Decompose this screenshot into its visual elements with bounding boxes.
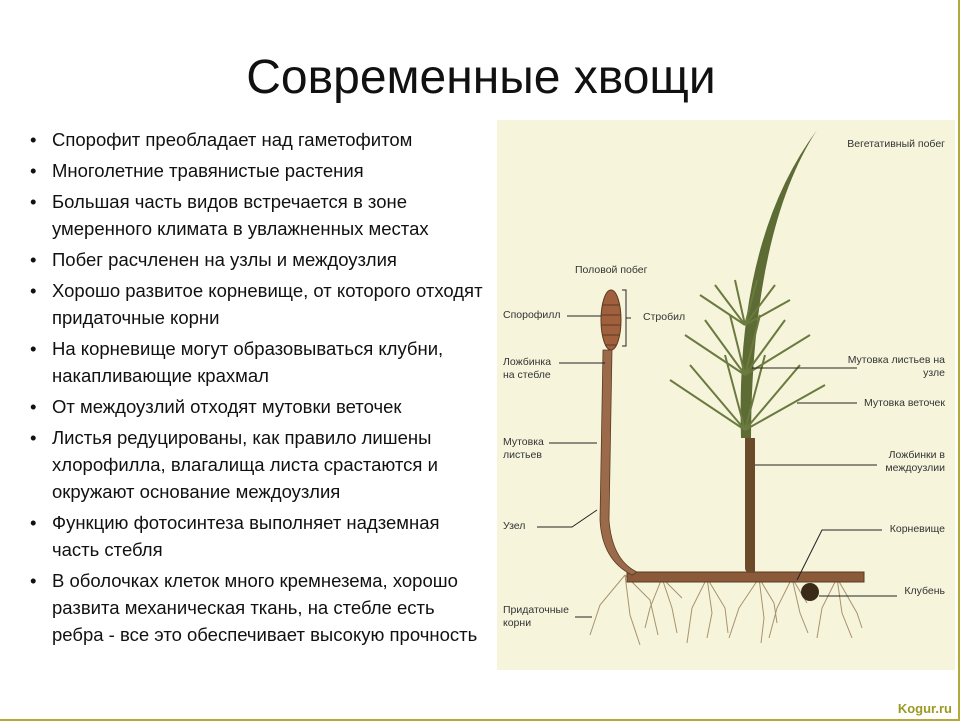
tuber <box>801 583 819 601</box>
label-sporophyll: Спорофилл <box>503 309 561 321</box>
vegetative-shoot <box>740 130 817 438</box>
label-branch-whorl: Мутовка веточек <box>864 397 945 409</box>
roots <box>589 574 863 646</box>
rhizome <box>626 571 865 583</box>
bullet-item: Листья редуцированы, как правило лишены … <box>28 424 488 505</box>
branch-whorls <box>669 279 826 431</box>
bullet-item: Большая часть видов встречается в зоне у… <box>28 188 488 242</box>
label-leaf-whorl: Мутовка листьев <box>503 436 544 461</box>
label-adventitious-roots: Придаточные корни <box>503 604 569 629</box>
bullet-item: В оболочках клеток много кремнезема, хор… <box>28 567 488 648</box>
label-tuber: Клубень <box>904 585 945 597</box>
horsetail-illustration <box>537 130 897 646</box>
slide-title: Современные хвощи <box>246 51 716 104</box>
horsetail-diagram: Вегетативный побег Половой побег Спорофи… <box>497 120 955 670</box>
label-internode-grooves: Ложбинки в междоузлии <box>885 449 945 474</box>
strobilus <box>600 289 622 351</box>
label-vegetative-shoot: Вегетативный побег <box>847 138 945 150</box>
bullet-item: Хорошо развитое корневище, от которого о… <box>28 277 488 331</box>
bullet-item: Многолетние травянистые растения <box>28 157 488 184</box>
bullet-item: От междоузлий отходят мутовки веточек <box>28 393 488 420</box>
label-strobilus: Стробил <box>643 311 686 323</box>
bullet-list: Спорофит преобладает над гаметофитом Мно… <box>28 126 488 652</box>
bullet-item: Побег расчленен на узлы и междоузлия <box>28 246 488 273</box>
label-leaf-whorl-node: Мутовка листьев на узле <box>847 354 945 379</box>
watermark: Kogur.ru <box>897 701 952 716</box>
fertile-shoot <box>599 349 638 576</box>
label-stem-groove: Ложбинка на стебле <box>503 356 552 381</box>
label-node: Узел <box>503 520 526 532</box>
bullet-item: Спорофит преобладает над гаметофитом <box>28 126 488 153</box>
label-rhizome: Корневище <box>889 523 945 535</box>
bullet-item: Функцию фотосинтеза выполняет надземная … <box>28 509 488 563</box>
bullet-item: На корневище могут образовываться клубни… <box>28 335 488 389</box>
label-sexual-shoot: Половой побег <box>575 264 648 276</box>
